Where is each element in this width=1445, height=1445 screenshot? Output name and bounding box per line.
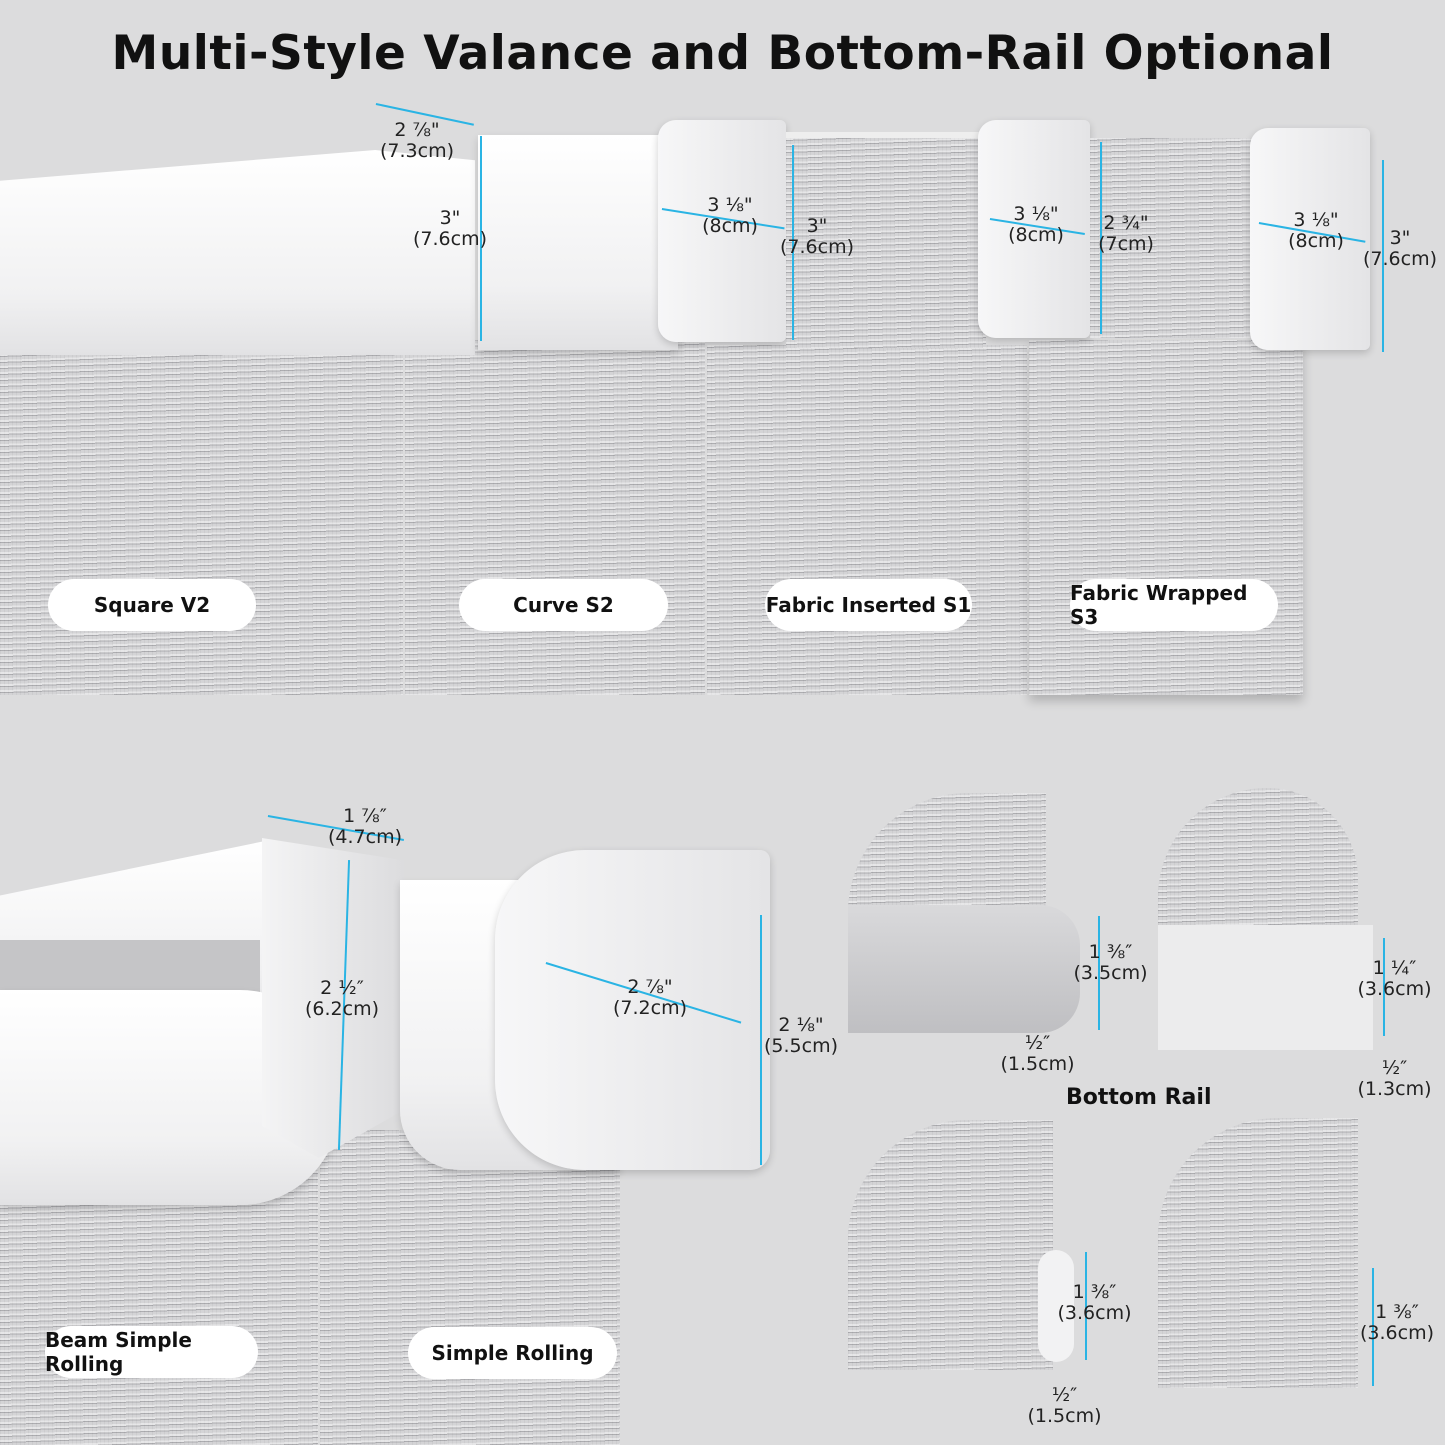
- page-title: Multi-Style Valance and Bottom-Rail Opti…: [111, 26, 1334, 81]
- dimension-label: 1 ⅜″(3.6cm): [1360, 1301, 1434, 1344]
- dimension-label: 3 ⅛"(8cm): [702, 194, 758, 237]
- rail-sample-1: [848, 905, 1080, 1033]
- fabric-panel-curve: [405, 340, 705, 695]
- rail-sample-4-fabric: [1158, 1118, 1358, 1388]
- dimension-line: [792, 145, 794, 340]
- fabric-inserted-valance: [786, 132, 986, 348]
- style-label-beam-simple-rolling: Beam Simple Rolling: [45, 1326, 258, 1378]
- fabric-wrapped-valance: [1090, 138, 1265, 338]
- rail-sample-2: [1158, 925, 1373, 1050]
- fabric-panel-beam-rolling: [0, 1170, 318, 1445]
- rail-sample-3-fabric: [848, 1120, 1053, 1370]
- fabric-panel-inserted: [707, 345, 1027, 695]
- fabric-panel-wrapped: [1029, 340, 1303, 695]
- bottom-rail-label: Bottom Rail: [1066, 1085, 1212, 1110]
- dimension-line: [1085, 1252, 1087, 1360]
- style-label-fabric-inserted-s1: Fabric Inserted S1: [765, 579, 972, 631]
- style-label-fabric-wrapped-s3: Fabric Wrapped S3: [1070, 579, 1278, 631]
- curve-valance: [478, 135, 678, 350]
- dimension-label: 3"(7.6cm): [413, 207, 487, 250]
- dimension-label: 1 ⅜″(3.5cm): [1073, 941, 1148, 984]
- dimension-label: 3"(7.6cm): [1363, 227, 1437, 270]
- dimension-label: ½″(1.5cm): [1000, 1032, 1075, 1075]
- dimension-label: 1 ¼″(3.6cm): [1357, 957, 1432, 1000]
- square-valance: [0, 150, 475, 355]
- dimension-label: 2 ⅞"(7.3cm): [380, 119, 454, 162]
- curve-valance-endcap: [658, 120, 786, 342]
- dimension-line: [1372, 1268, 1374, 1386]
- dimension-label: 2 ⅛"(5.5cm): [764, 1014, 838, 1057]
- dimension-label: ½″(1.3cm): [1357, 1057, 1432, 1100]
- style-label-curve-s2: Curve S2: [459, 579, 668, 631]
- style-label-square-v2: Square V2: [48, 579, 256, 631]
- dimension-label: 2 ¾"(7cm): [1098, 212, 1154, 255]
- fabric-panel-simple-rolling: [320, 1130, 620, 1445]
- dimension-label: 3"(7.6cm): [780, 215, 854, 258]
- dimension-label: 2 ½″(6.2cm): [305, 977, 379, 1020]
- fabric-panel-square: [0, 330, 403, 695]
- simple-rolling-endcap: [495, 850, 770, 1170]
- style-label-simple-rolling: Simple Rolling: [408, 1327, 617, 1379]
- dimension-line: [1100, 142, 1102, 334]
- dimension-label: 1 ⅞″(4.7cm): [328, 805, 402, 848]
- dimension-line: [760, 915, 762, 1165]
- fabric-inserted-endcap: [978, 120, 1090, 338]
- dimension-label: 3 ⅛"(8cm): [1008, 203, 1064, 246]
- dimension-line: [1098, 916, 1100, 1030]
- dimension-line: [480, 136, 482, 341]
- rail-sample-3: [1038, 1250, 1074, 1362]
- dimension-line: [1382, 160, 1384, 352]
- dimension-label: 3 ⅛"(8cm): [1288, 209, 1344, 252]
- dimension-line: [1383, 938, 1385, 1036]
- dimension-label: 2 ⅞"(7.2cm): [613, 976, 687, 1019]
- dimension-label: 1 ⅜″(3.6cm): [1057, 1281, 1132, 1324]
- beam-endcap: [262, 838, 404, 1158]
- dimension-label: ½″(1.5cm): [1027, 1384, 1102, 1427]
